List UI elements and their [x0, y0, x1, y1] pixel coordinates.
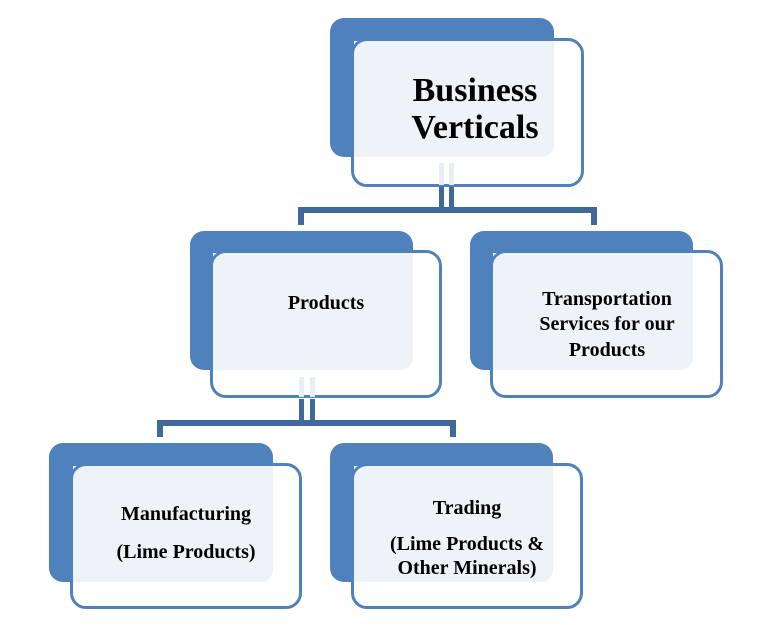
node-outline — [351, 38, 584, 187]
node-outline — [351, 463, 583, 609]
node-highlight — [213, 253, 413, 370]
connector-root-stem-left — [439, 187, 444, 208]
connector-root-leg-transport — [591, 207, 597, 225]
node-label-line: Trading — [432, 497, 502, 519]
node-label-line: Services for our — [539, 313, 675, 336]
connector-root-leg-products — [298, 207, 304, 225]
connector-products-stem-right — [310, 399, 315, 420]
node-highlight — [354, 466, 553, 582]
node-label: Trading (Lime Products & Other Minerals) — [354, 486, 580, 590]
node-highlight — [73, 466, 273, 582]
node-label: Manufacturing (Lime Products) — [73, 490, 299, 576]
node-outline — [70, 463, 302, 609]
node-highlight — [354, 41, 554, 157]
node-label-line: Products — [287, 291, 365, 314]
node-outline — [490, 250, 723, 398]
node-label-line: Products — [568, 338, 646, 361]
node-highlight — [493, 253, 693, 370]
node-label-line: Manufacturing — [121, 503, 251, 525]
connector-products-leg-trading — [450, 420, 456, 437]
node-label: Products — [213, 253, 439, 353]
connector-root-stem-left-light — [439, 163, 444, 185]
node-label-line: Transportation — [542, 287, 672, 310]
connector-root-stem-right-light — [449, 163, 454, 185]
connector-products-stem-right-light — [310, 377, 315, 397]
node-label-line: Business — [412, 72, 538, 110]
connector-root-stem-right — [449, 187, 454, 208]
connector-products-horizontal — [157, 420, 456, 426]
node-label: Business Verticals — [354, 60, 590, 160]
node-outline — [210, 250, 442, 398]
connector-root-horizontal — [298, 207, 597, 213]
connector-products-leg-manufacturing — [157, 420, 163, 437]
node-label-line: Verticals — [411, 109, 539, 146]
node-label-line: Other Minerals) — [397, 557, 537, 579]
node-label: Transportation Services for our Products — [493, 270, 721, 380]
connector-products-stem-left — [299, 399, 304, 420]
node-label-line: (Lime Products & — [389, 533, 545, 555]
connector-products-stem-left-light — [299, 377, 304, 397]
node-label-line: (Lime Products) — [116, 541, 256, 563]
